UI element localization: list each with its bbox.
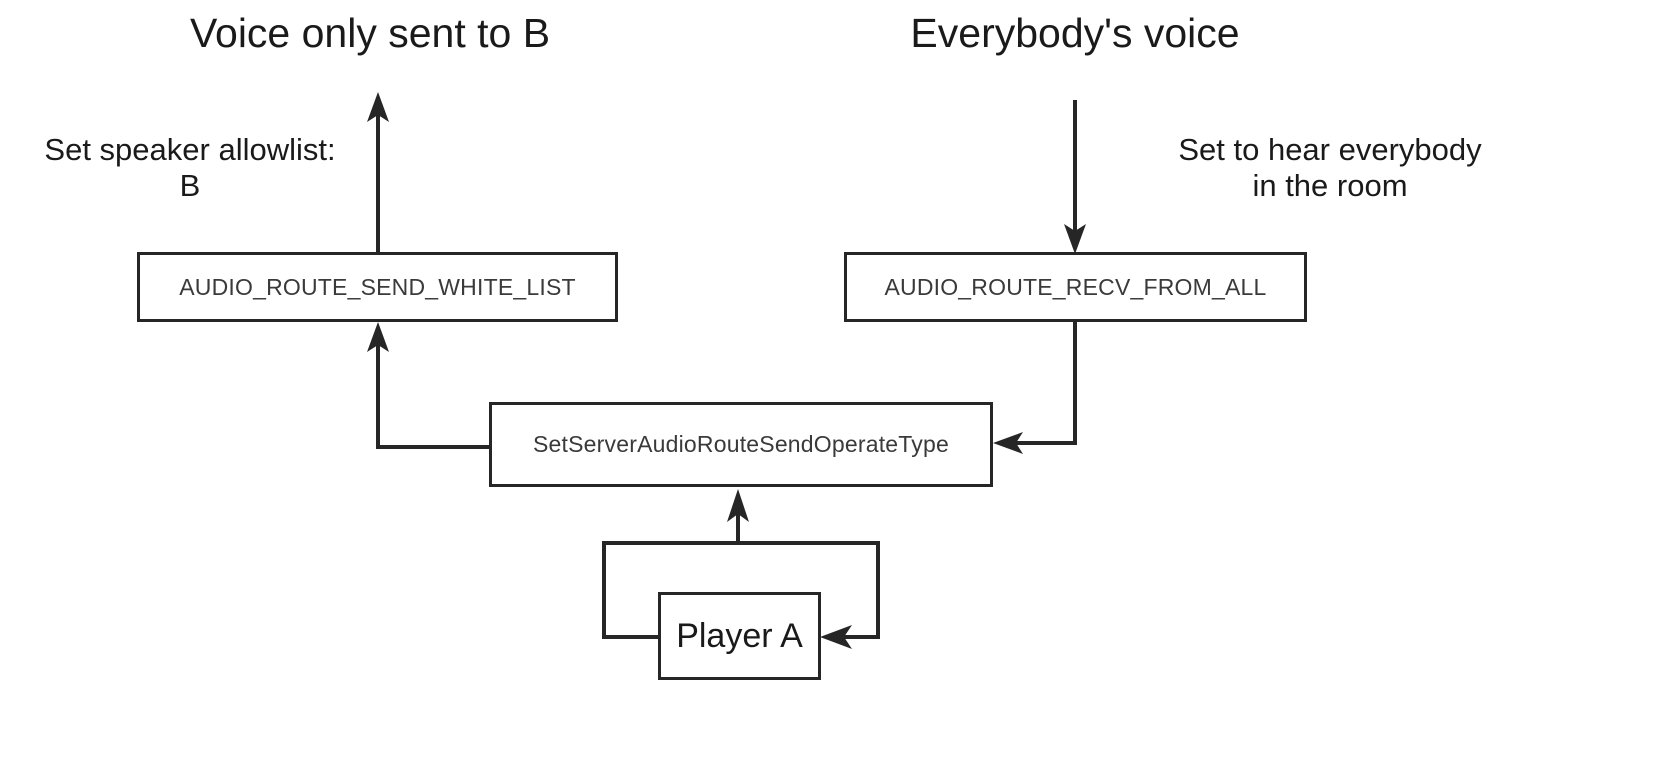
node-label: SetServerAudioRouteSendOperateType: [533, 431, 949, 457]
node-audio-route-send-white-list[interactable]: AUDIO_ROUTE_SEND_WHITE_LIST: [137, 252, 618, 322]
title-voice-only-sent-to-b: Voice only sent to B: [189, 10, 551, 56]
connector-recvall-to-api: [993, 322, 1077, 454]
connector-whitelist-to-voice-b: [367, 92, 389, 252]
node-label: Player A: [676, 616, 803, 655]
connector-api-back-to-player: [738, 541, 880, 649]
node-player-a[interactable]: Player A: [658, 592, 821, 680]
node-label: AUDIO_ROUTE_SEND_WHITE_LIST: [179, 273, 576, 300]
connector-player-to-api: [602, 489, 749, 639]
node-set-server-audio-route-send-operate-type[interactable]: SetServerAudioRouteSendOperateType: [489, 402, 993, 487]
title-everybodys-voice: Everybody's voice: [910, 10, 1240, 56]
connector-api-to-whitelist: [367, 322, 489, 449]
note-set-speaker-allowlist: Set speaker allowlist: B: [44, 132, 336, 203]
connector-voice-to-recvall: [1064, 100, 1086, 254]
node-label: AUDIO_ROUTE_RECV_FROM_ALL: [884, 273, 1267, 300]
note-set-to-hear-everybody: Set to hear everybody in the room: [1178, 132, 1482, 203]
node-audio-route-recv-from-all[interactable]: AUDIO_ROUTE_RECV_FROM_ALL: [844, 252, 1307, 322]
